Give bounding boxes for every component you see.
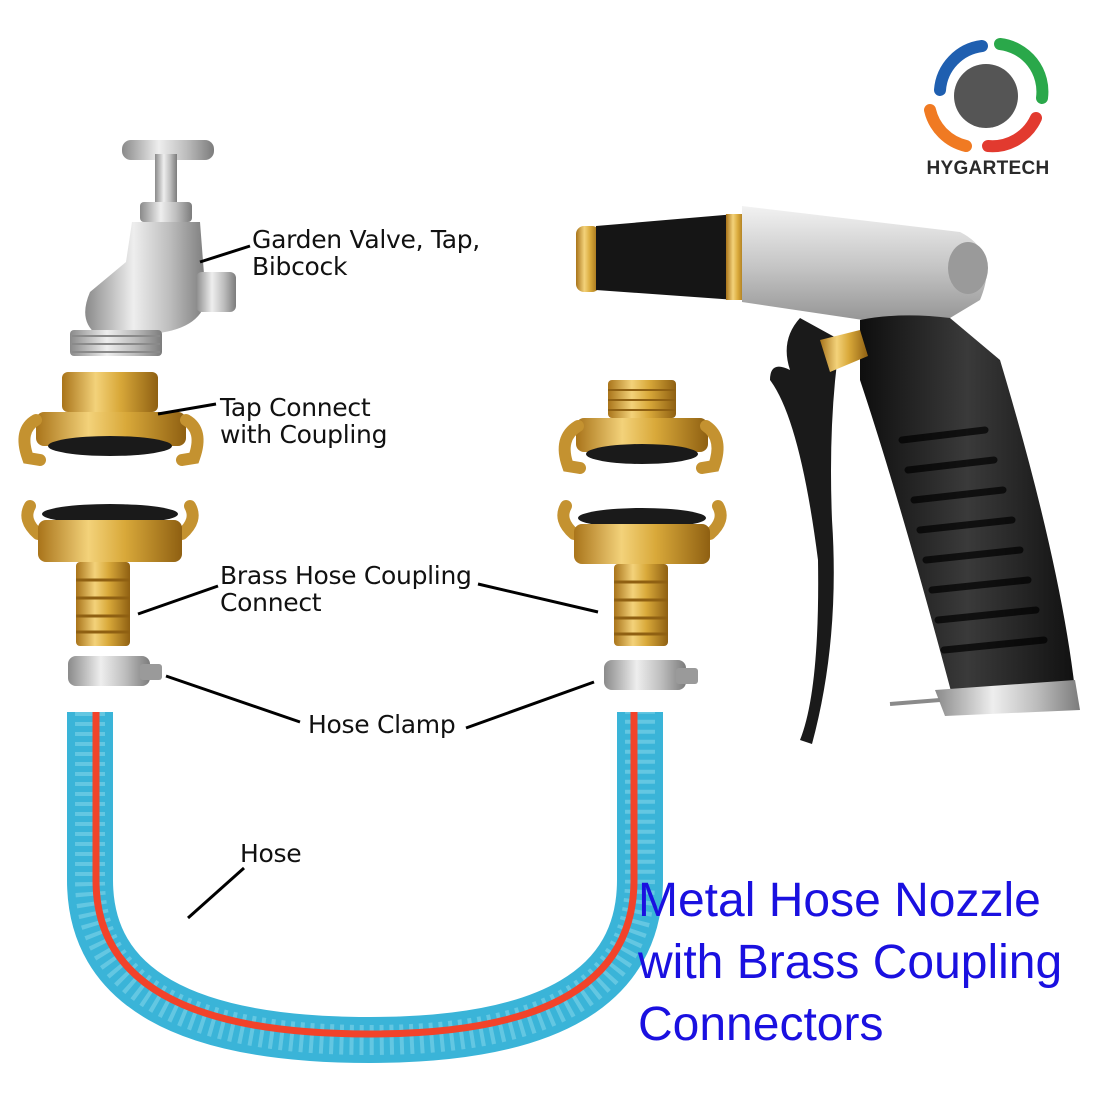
logo-arc-orange bbox=[924, 104, 972, 152]
logo-center-disc bbox=[954, 64, 1018, 128]
brand-logo bbox=[924, 38, 1049, 153]
thread-connector-right bbox=[558, 380, 724, 474]
logo-arc-blue bbox=[934, 40, 988, 96]
headline-line-2: with Brass Coupling bbox=[638, 936, 1063, 989]
brand-name: HYGARTECH bbox=[926, 158, 1050, 179]
hose-clamp-left bbox=[68, 656, 162, 686]
label-brass-coupling: Brass Hose Coupling Connect bbox=[220, 562, 472, 616]
leader-hose bbox=[187, 866, 245, 920]
label-tap-connect-line-1: Tap Connect bbox=[220, 393, 371, 422]
leader-clamp-right bbox=[465, 680, 595, 730]
brass-coupling-right bbox=[557, 500, 727, 646]
label-tap-connect-line-2: with Coupling bbox=[220, 420, 388, 449]
logo-arc-green bbox=[994, 38, 1049, 104]
label-hose: Hose bbox=[240, 839, 302, 868]
label-brass-coupling-line-2: Connect bbox=[220, 588, 322, 617]
leader-tap-connect bbox=[157, 402, 217, 416]
label-hose-clamp: Hose Clamp bbox=[308, 710, 456, 739]
label-garden-valve-line-2: Bibcock bbox=[252, 252, 348, 281]
label-garden-valve: Garden Valve, Tap, Bibcock bbox=[252, 226, 480, 280]
logo-arc-red bbox=[982, 112, 1042, 153]
headline-line-3: Connectors bbox=[638, 998, 884, 1051]
label-tap-connect: Tap Connect with Coupling bbox=[220, 394, 387, 448]
garden-tap bbox=[70, 140, 236, 356]
hose bbox=[67, 712, 663, 1064]
spray-nozzle bbox=[576, 206, 1080, 744]
leader-garden-valve bbox=[199, 244, 251, 264]
brass-coupling-left bbox=[21, 500, 199, 646]
tap-connector-left bbox=[18, 372, 204, 466]
leader-clamp-left bbox=[165, 674, 301, 724]
label-brass-coupling-line-1: Brass Hose Coupling bbox=[220, 561, 472, 590]
leader-brass-right bbox=[477, 582, 599, 614]
headline: Metal Hose Nozzle with Brass Coupling Co… bbox=[638, 870, 1062, 1056]
label-garden-valve-line-1: Garden Valve, Tap, bbox=[252, 225, 480, 254]
leader-brass-left bbox=[137, 584, 219, 616]
hose-clamp-right bbox=[604, 660, 698, 690]
leader-lines bbox=[137, 244, 599, 920]
headline-line-1: Metal Hose Nozzle bbox=[638, 874, 1041, 927]
